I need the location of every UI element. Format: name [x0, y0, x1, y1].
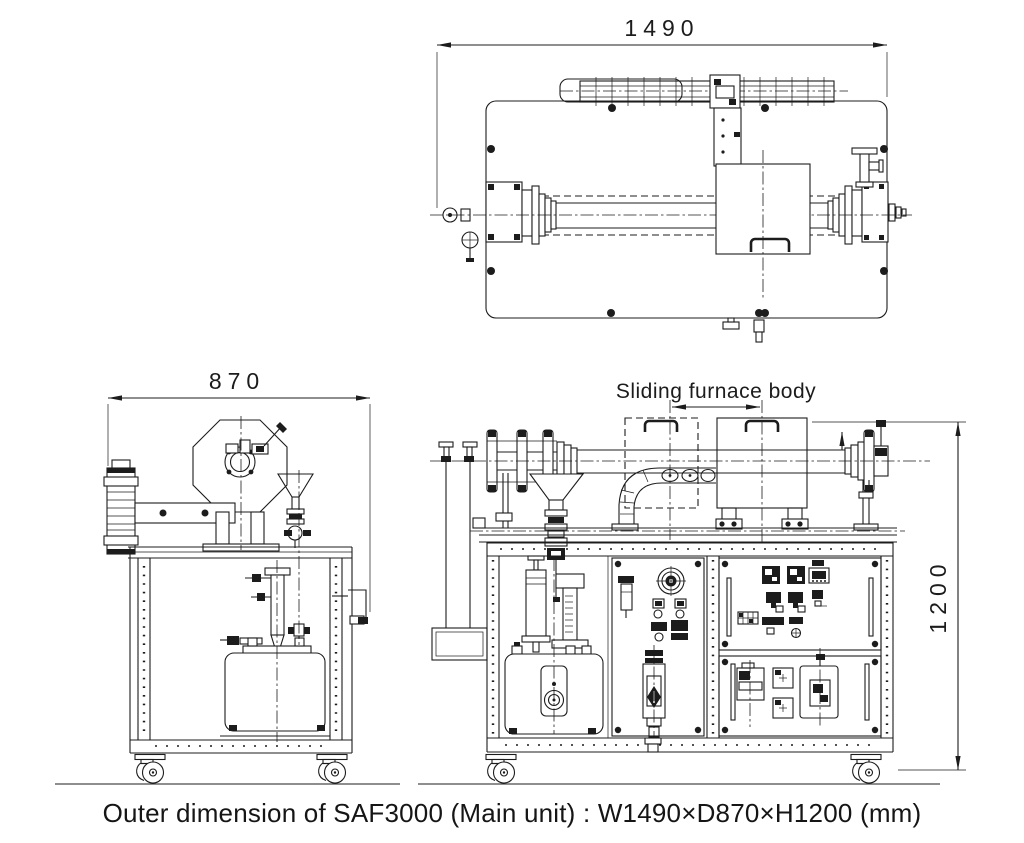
- furnace-position-dashed: [624, 417, 699, 509]
- switch-3: [812, 590, 827, 607]
- switch-1: [766, 592, 784, 613]
- furnace-feet: [715, 507, 809, 530]
- dim-height-text: 1200: [925, 558, 951, 633]
- furnace-handle-top: [749, 237, 791, 252]
- outlet-1: [772, 667, 794, 689]
- left-valve-fittings-top: [442, 207, 479, 262]
- chain-bracket: [713, 107, 742, 167]
- furnace-handle-front: [744, 419, 780, 432]
- tabletop-rail: [470, 517, 905, 543]
- furnace-handle-dashed: [643, 419, 679, 432]
- caster-side-right: [316, 753, 348, 784]
- dim-depth-text: 870: [209, 368, 265, 394]
- tube-support-post: [495, 473, 513, 528]
- right-flange-top: [827, 181, 889, 245]
- cable-chain-top: [559, 74, 848, 167]
- furnace-body-top: [715, 150, 811, 300]
- dim-height: 1200: [812, 421, 966, 771]
- sliding-furnace-label: Sliding furnace body: [616, 380, 816, 403]
- graduated-cylinder: [551, 573, 589, 649]
- label-strip-1: [762, 617, 784, 625]
- switch-2: [788, 592, 806, 613]
- center-foot: [644, 737, 662, 753]
- outlet-2: [772, 697, 794, 719]
- pressure-regulator: [618, 576, 634, 618]
- cable-chain-front: [611, 467, 716, 531]
- tube-front: [430, 420, 930, 531]
- condenser-side: [220, 567, 291, 649]
- bottom-fittings-top: [722, 309, 765, 343]
- dim-width-text: 1490: [624, 15, 699, 41]
- caster-side-left: [134, 753, 166, 784]
- left-flange-top: [485, 181, 557, 245]
- right-upper-panel: [718, 557, 882, 651]
- middle-control-panel: [611, 557, 705, 740]
- display-unit: [808, 560, 830, 584]
- power-inlet-box: [799, 648, 839, 726]
- right-end-fitting-top: [888, 203, 907, 222]
- reservoir-tank-front: [504, 558, 604, 735]
- cart-frame-side: [128, 546, 353, 754]
- end-support-stand: [853, 480, 879, 531]
- inlet-valves-front: [431, 441, 488, 661]
- breaker-box: [736, 660, 765, 727]
- drawing-caption: Outer dimension of SAF3000 (Main unit) :…: [102, 798, 922, 828]
- tank-side: [220, 637, 330, 737]
- syringe-pump: [521, 555, 551, 653]
- caster-front-left: [485, 753, 517, 784]
- terminal-grid: [737, 611, 759, 625]
- top-view: 1490: [430, 15, 912, 343]
- tube-assembly-top: [430, 147, 912, 262]
- temp-controller-1: [762, 566, 780, 584]
- dim-width: 1490: [436, 15, 888, 208]
- lever-handle: [263, 425, 283, 447]
- temp-controller-2: [787, 566, 805, 584]
- main-dial: [656, 566, 686, 596]
- support-beam-side: [134, 502, 236, 524]
- side-handle: [332, 589, 368, 625]
- funnel-side: [277, 473, 314, 548]
- side-view: 870: [55, 368, 400, 785]
- caster-front-right: [850, 753, 882, 784]
- right-lower-panel: [718, 648, 882, 737]
- gas-port-top: [851, 147, 884, 188]
- flow-meter: [642, 645, 666, 740]
- furnace-octagon: [192, 419, 288, 513]
- drive-stack-side: [103, 459, 236, 555]
- front-view: Sliding furnace body: [418, 380, 966, 785]
- dim-depth: 870: [107, 368, 371, 612]
- label-strip-2: [789, 617, 803, 624]
